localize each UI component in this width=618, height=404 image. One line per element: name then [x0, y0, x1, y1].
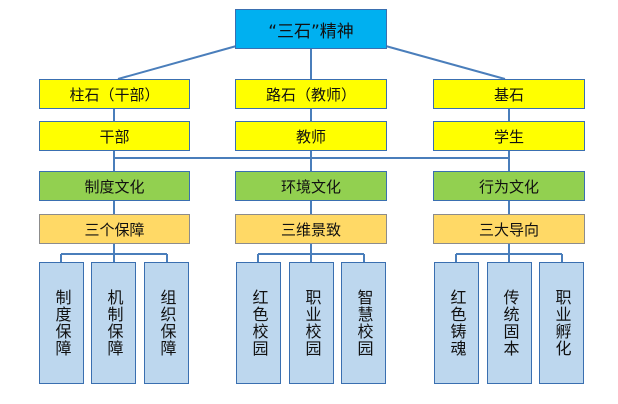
group-node-student: 学生 [433, 121, 585, 151]
group-node-teacher: 教师 [235, 121, 387, 151]
leaf-node-col3-3: 职业孵化 [539, 262, 584, 384]
guarantee-node-col2: 三维景致 [235, 214, 387, 244]
guarantee-node-col3: 三大导向 [433, 214, 585, 244]
leaf-node-col2-1: 红色校园 [236, 262, 281, 384]
group-node-cadre: 干部 [39, 121, 190, 151]
connector-root-col3 [381, 44, 506, 80]
leaf-node-col2-2: 职业校园 [289, 262, 334, 384]
leaf-node-col1-1: 制度保障 [39, 262, 84, 384]
culture-node-environment: 环境文化 [235, 171, 387, 201]
stone-node-cadre: 柱石（干部） [39, 79, 190, 109]
leaf-node-col3-1: 红色铸魂 [434, 262, 479, 384]
guarantee-node-col1: 三个保障 [39, 214, 190, 244]
culture-node-system: 制度文化 [39, 171, 190, 201]
leaf-node-col2-3: 智慧校园 [341, 262, 386, 384]
leaf-node-col1-3: 组织保障 [144, 262, 189, 384]
connector-root-col1 [117, 44, 241, 80]
stone-node-foundation: 基石 [433, 79, 585, 109]
leaf-node-col3-2: 传统固本 [487, 262, 532, 384]
leaf-node-col1-2: 机制保障 [91, 262, 136, 384]
root-node: “三石”精神 [235, 9, 387, 49]
culture-node-behavior: 行为文化 [433, 171, 585, 201]
stone-node-teacher: 路石（教师） [235, 79, 387, 109]
